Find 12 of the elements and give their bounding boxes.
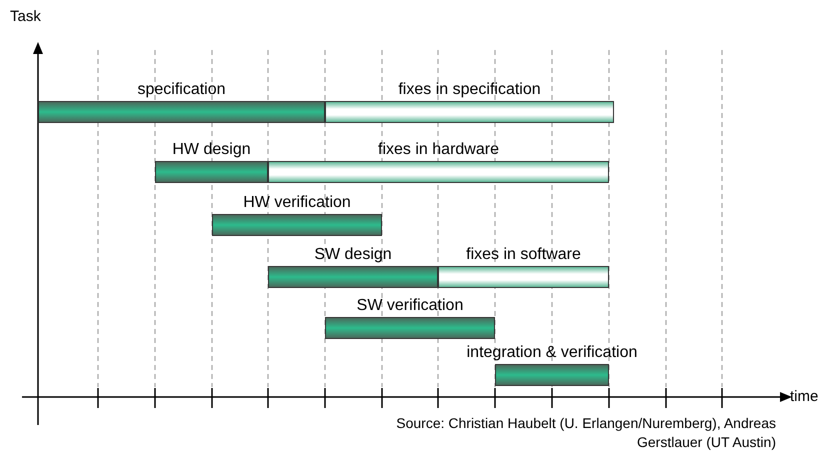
source-note: Source: Christian Haubelt (U. Erlangen/Nuremberg), Andreas Gerstlauer (UT Austin) xyxy=(395,414,776,452)
bar-label: fixes in software xyxy=(466,246,581,264)
bar-label: specification xyxy=(137,81,226,99)
bar-label: HW verification xyxy=(243,194,351,212)
bar-label: fixes in specification xyxy=(398,81,541,99)
axis-title: Task xyxy=(10,8,41,25)
axis-title: time xyxy=(790,388,818,405)
bar-label: fixes in hardware xyxy=(378,141,499,159)
bar-label: SW design xyxy=(314,246,392,264)
bar-label: integration & verification xyxy=(466,344,638,362)
bar-label: SW verification xyxy=(356,297,464,315)
bar-label: HW design xyxy=(172,141,251,159)
